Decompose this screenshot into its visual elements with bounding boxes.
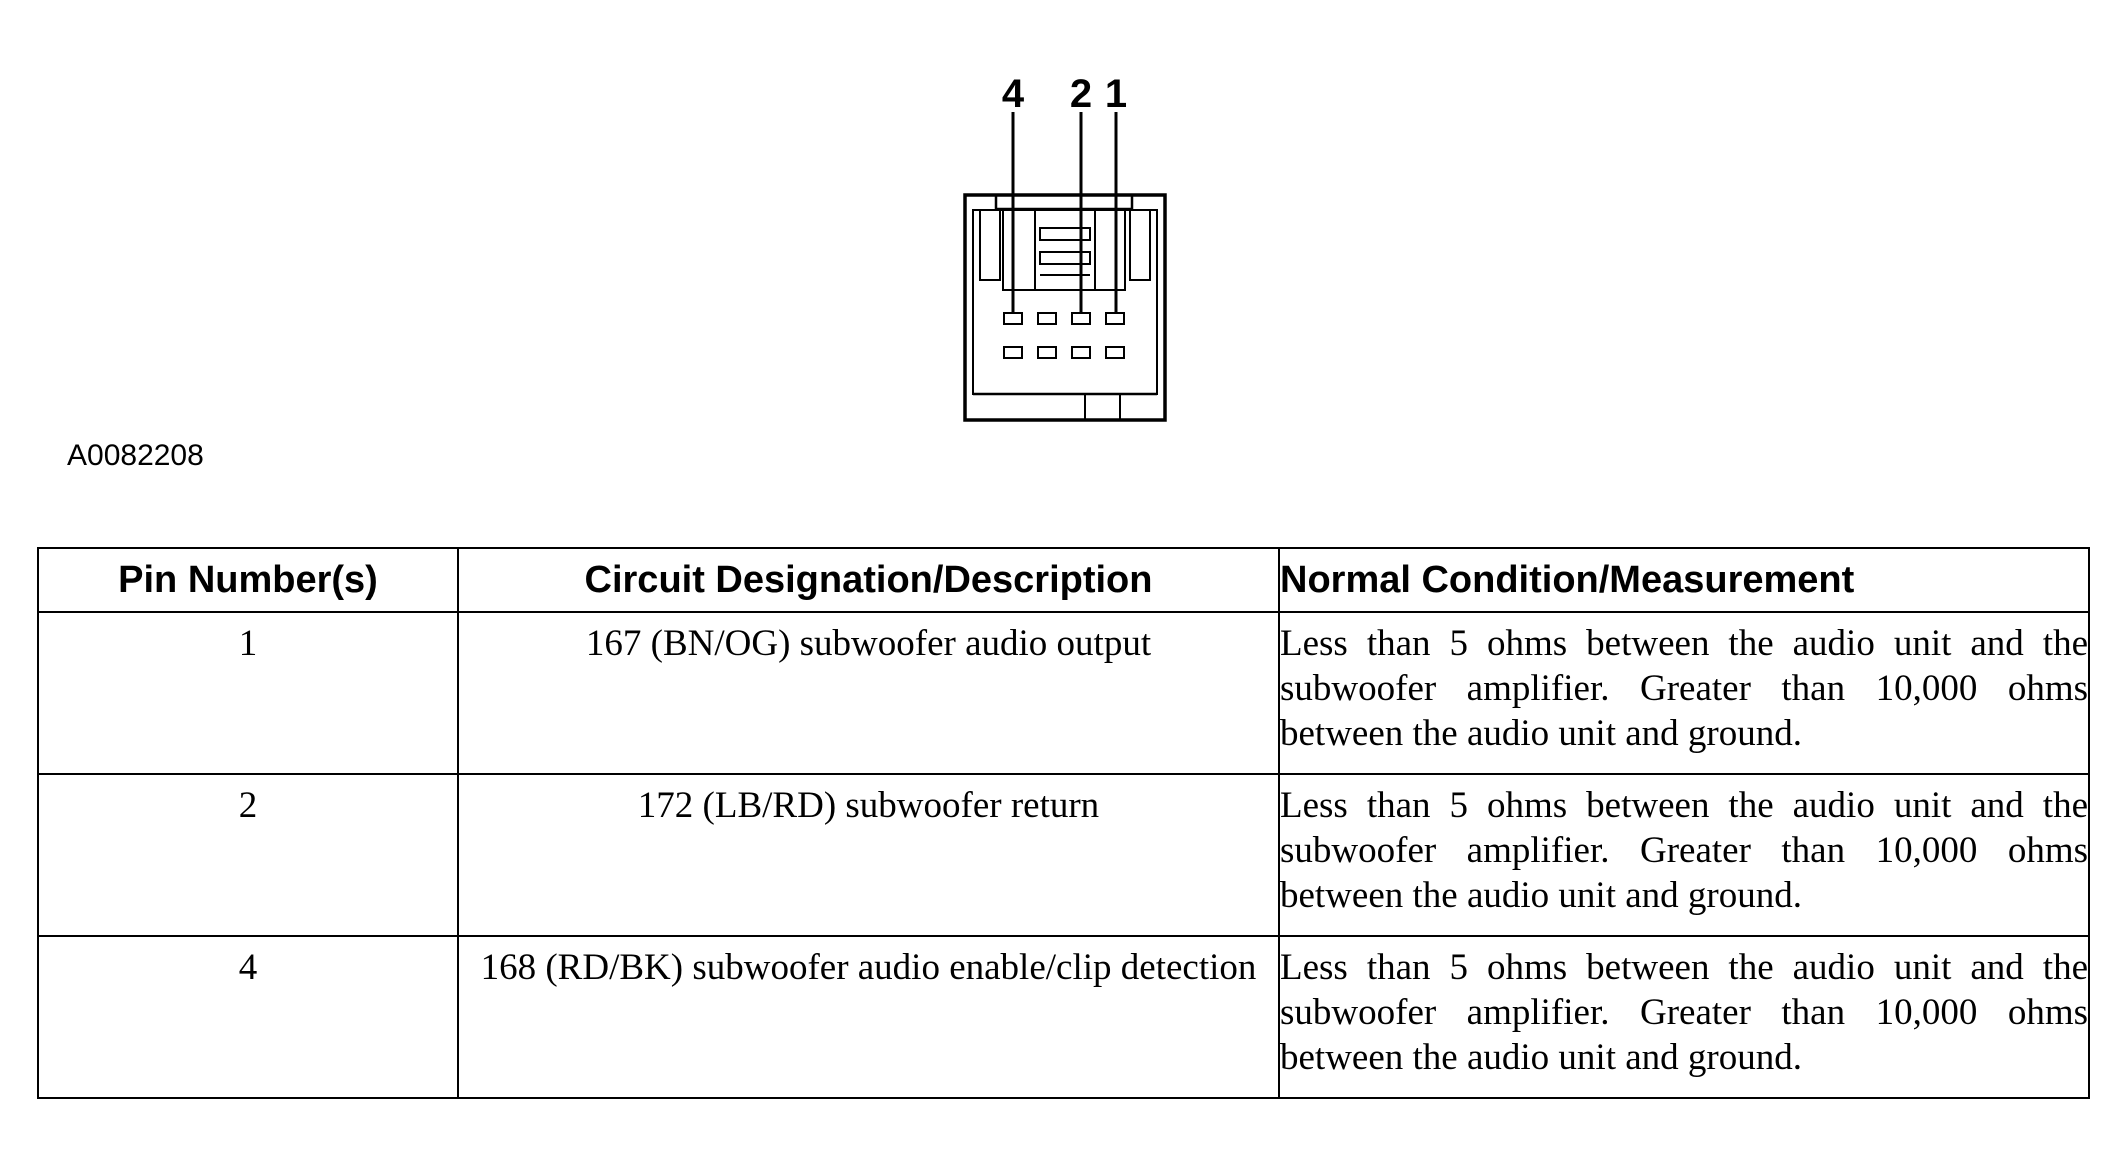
table-row: 4 168 (RD/BK) subwoofer audio enable/cli… <box>37 935 2090 1099</box>
pin-label-1: 1 <box>1105 72 1127 116</box>
cell-condition: Less than 5 ohms between the audio unit … <box>1278 773 2090 937</box>
pin-cavity-5 <box>1105 346 1125 359</box>
left-side-wall <box>979 210 1001 281</box>
table-header-row: Pin Number(s) Circuit Designation/Descri… <box>37 547 2090 613</box>
cell-condition: Less than 5 ohms between the audio unit … <box>1278 935 2090 1099</box>
top-latch <box>994 193 1134 211</box>
pin-cavity-4 <box>1003 312 1023 325</box>
connector-diagram: 4 2 1 <box>963 72 1167 422</box>
pin-cavity-3 <box>1037 312 1057 325</box>
cell-circuit: 172 (LB/RD) subwoofer return <box>457 773 1280 937</box>
header-condition: Normal Condition/Measurement <box>1278 547 2090 613</box>
pin-cavity-1 <box>1105 312 1125 325</box>
latch-channel <box>1002 209 1126 291</box>
latch-slot-1 <box>1039 227 1091 241</box>
latch-slot-2 <box>1039 251 1091 265</box>
cell-pin: 2 <box>37 773 459 937</box>
pin-cavity-8 <box>1003 346 1023 359</box>
header-circuit: Circuit Designation/Description <box>457 547 1280 613</box>
table-row: 1 167 (BN/OG) subwoofer audio output Les… <box>37 611 2090 775</box>
cell-pin: 1 <box>37 611 459 775</box>
pin-cavity-6 <box>1071 346 1091 359</box>
pin-cavity-7 <box>1037 346 1057 359</box>
header-pin-numbers: Pin Number(s) <box>37 547 459 613</box>
figure-id: A0082208 <box>67 439 204 472</box>
cell-circuit: 167 (BN/OG) subwoofer audio output <box>457 611 1280 775</box>
cell-condition: Less than 5 ohms between the audio unit … <box>1278 611 2090 775</box>
pin-table: Pin Number(s) Circuit Designation/Descri… <box>37 547 2090 1099</box>
pin-cavity-2 <box>1071 312 1091 325</box>
cell-circuit: 168 (RD/BK) subwoofer audio enable/clip … <box>457 935 1280 1099</box>
pin-label-2: 2 <box>1070 72 1092 116</box>
connector-body <box>963 112 1167 422</box>
cell-pin: 4 <box>37 935 459 1099</box>
pin-label-4: 4 <box>1002 72 1025 116</box>
table-row: 2 172 (LB/RD) subwoofer return Less than… <box>37 773 2090 937</box>
right-side-wall <box>1129 210 1151 281</box>
